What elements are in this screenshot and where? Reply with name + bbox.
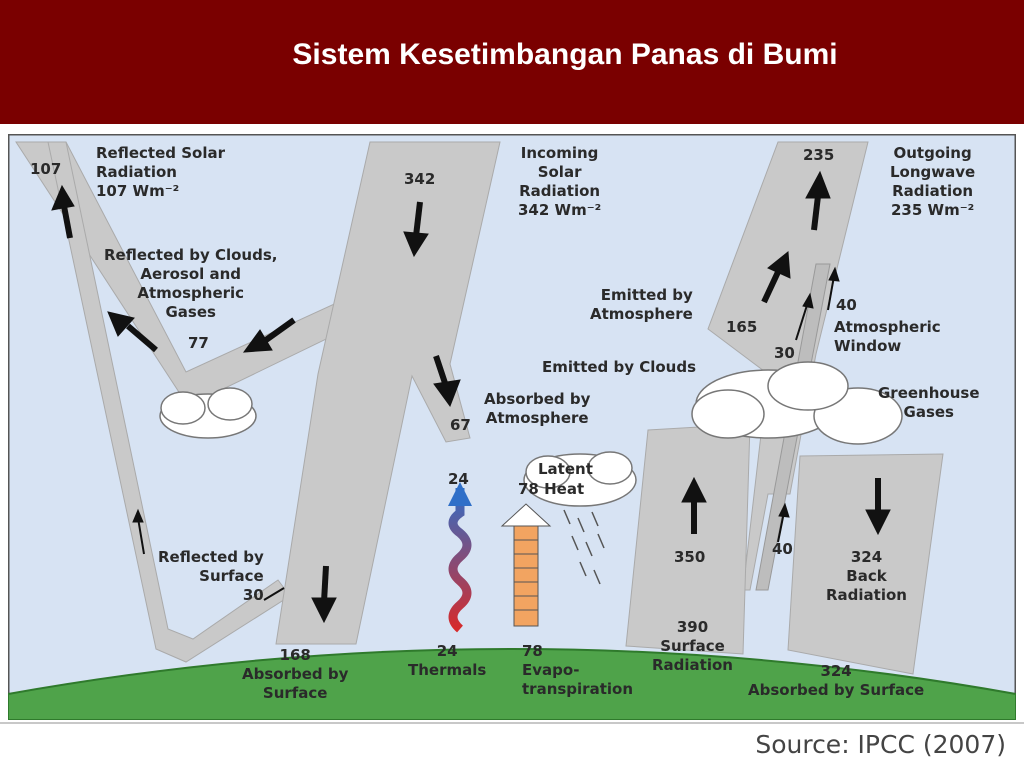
- emitted-atmosphere-line1: Emitted by: [600, 286, 693, 304]
- incoming-solar-line4: 342 Wm⁻²: [518, 201, 602, 219]
- absorbed-surface-back-value: 324: [820, 662, 852, 680]
- reflected-clouds-line3: Atmospheric: [137, 284, 245, 302]
- flow-arrows: [51, 170, 891, 624]
- thermals-arrowhead: [448, 482, 472, 506]
- thermals-value: 24: [436, 642, 458, 660]
- earth-surface: [8, 648, 1016, 720]
- surface-radiation-line2: Radiation: [652, 656, 733, 674]
- reflected-surface-label: Reflected by Surface 30: [158, 548, 264, 605]
- atmospheric-window-lower-value: 40: [772, 540, 793, 558]
- surface-radiation-up-value: 350: [674, 548, 706, 566]
- greenhouse-line2: Gases: [903, 403, 954, 421]
- atmospheric-window-value: 40: [836, 296, 857, 314]
- incoming-solar-line3: Radiation: [519, 182, 601, 200]
- incoming-solar-line2: Solar: [537, 163, 582, 181]
- emitted-atmosphere-value: 165: [726, 318, 758, 336]
- absorbed-atmosphere-value: 67: [450, 416, 471, 434]
- greenhouse-label: Greenhouse Gases: [878, 384, 980, 422]
- reflected-clouds-line4: Gases: [165, 303, 216, 321]
- evapotranspiration-line2: transpiration: [522, 680, 633, 698]
- slide-header: Sistem Kesetimbangan Panas di Bumi: [0, 0, 1024, 124]
- emitted-clouds-label: Emitted by Clouds: [542, 358, 697, 376]
- atmospheric-window-label: Atmospheric Window: [834, 318, 941, 356]
- bottom-divider: [0, 722, 1024, 724]
- back-radiation-line1: Back: [846, 567, 887, 585]
- latent-heat-line2-row: 78 Heat: [518, 480, 584, 499]
- emitted-clouds-value: 30: [774, 344, 795, 362]
- outgoing-longwave-label: Outgoing Longwave Radiation 235 Wm⁻²: [890, 144, 975, 220]
- energy-balance-diagram: [8, 134, 1016, 720]
- incoming-solar-value: 342: [404, 170, 436, 188]
- reflected-solar-value: 107: [30, 160, 62, 178]
- thermals-top-value: 24: [448, 470, 469, 488]
- absorbed-atmosphere-label: Absorbed by Atmosphere: [484, 390, 590, 428]
- incoming-solar-line1: Incoming: [520, 144, 599, 162]
- back-radiation-band: [787, 453, 944, 675]
- latent-heat-value: 78: [518, 480, 539, 498]
- evapotranspiration-arrow: [500, 503, 552, 627]
- surface-radiation-line1: Surface: [660, 637, 725, 655]
- surface-radiation-label: 390 Surface Radiation: [652, 618, 733, 675]
- atmospheric-window-line1: Atmospheric: [834, 318, 941, 336]
- reflected-solar-line2: Radiation: [96, 163, 177, 181]
- slide-title: Sistem Kesetimbangan Panas di Bumi: [292, 38, 838, 71]
- cloud-left: [159, 387, 257, 439]
- emitted-atmosphere-line2: Atmosphere: [590, 305, 693, 323]
- reflected-solar-label: Reflected Solar Radiation 107 Wm⁻²: [96, 144, 225, 201]
- evapotranspiration-label: 78 Evapo- transpiration: [522, 642, 633, 699]
- absorbed-surface-back-line1: Absorbed by Surface: [748, 681, 925, 699]
- cloud-right: [691, 361, 903, 445]
- reflected-solar-line1: Reflected Solar: [96, 144, 225, 162]
- reflected-surface-line1: Reflected by: [158, 548, 264, 566]
- outgoing-longwave-line3: Radiation: [892, 182, 974, 200]
- thermals-wave: [448, 488, 472, 633]
- outgoing-longwave-line4: 235 Wm⁻²: [891, 201, 975, 219]
- absorbed-surface-line1: Absorbed by: [242, 665, 349, 683]
- rain-streaks: [563, 509, 605, 585]
- evapotranspiration-value: 78: [522, 642, 543, 660]
- absorbed-atmosphere-line1: Absorbed by: [484, 390, 591, 408]
- reflected-clouds-line1: Reflected by Clouds,: [104, 246, 278, 264]
- reflected-surface-value: 30: [242, 586, 264, 604]
- emitted-atmosphere-label: Emitted by Atmosphere: [590, 286, 693, 324]
- back-radiation-value: 324: [850, 548, 883, 566]
- evapotranspiration-line1: Evapo-: [522, 661, 580, 679]
- absorbed-surface-line2: Surface: [262, 684, 328, 702]
- surface-radiation-value: 390: [676, 618, 709, 636]
- absorbed-surface-back-label: 324 Absorbed by Surface: [748, 662, 924, 700]
- cloud-latent: [523, 451, 637, 507]
- absorbed-surface-label: 168 Absorbed by Surface: [242, 646, 348, 703]
- incoming-solar-band: [275, 141, 501, 645]
- source-citation: Source: IPCC (2007): [755, 730, 1006, 759]
- outgoing-longwave-line2: Longwave: [890, 163, 976, 181]
- reflected-clouds-label: Reflected by Clouds, Aerosol and Atmosph…: [104, 246, 277, 322]
- atmospheric-window-line2: Window: [834, 337, 902, 355]
- latent-heat-line2: Heat: [544, 480, 585, 498]
- reflected-clouds-value: 77: [188, 334, 209, 352]
- reflected-clouds-line2: Aerosol and: [140, 265, 242, 283]
- reflected-solar-line3: 107 Wm⁻²: [96, 182, 180, 200]
- outgoing-longwave-value: 235: [803, 146, 835, 164]
- reflected-surface-line2: Surface: [199, 567, 264, 585]
- incoming-solar-label: Incoming Solar Radiation 342 Wm⁻²: [518, 144, 601, 220]
- outgoing-longwave-line1: Outgoing: [893, 144, 972, 162]
- thermals-text: Thermals: [408, 661, 487, 679]
- latent-heat-line1: Latent: [538, 460, 593, 478]
- greenhouse-line1: Greenhouse: [878, 384, 980, 402]
- absorbed-atmosphere-line2: Atmosphere: [485, 409, 589, 427]
- absorbed-surface-value: 168: [279, 646, 311, 664]
- back-radiation-line2: Radiation: [826, 586, 907, 604]
- latent-heat-label: Latent: [538, 460, 593, 479]
- back-radiation-label: 324 Back Radiation: [826, 548, 907, 605]
- thermals-label: 24 Thermals: [408, 642, 486, 680]
